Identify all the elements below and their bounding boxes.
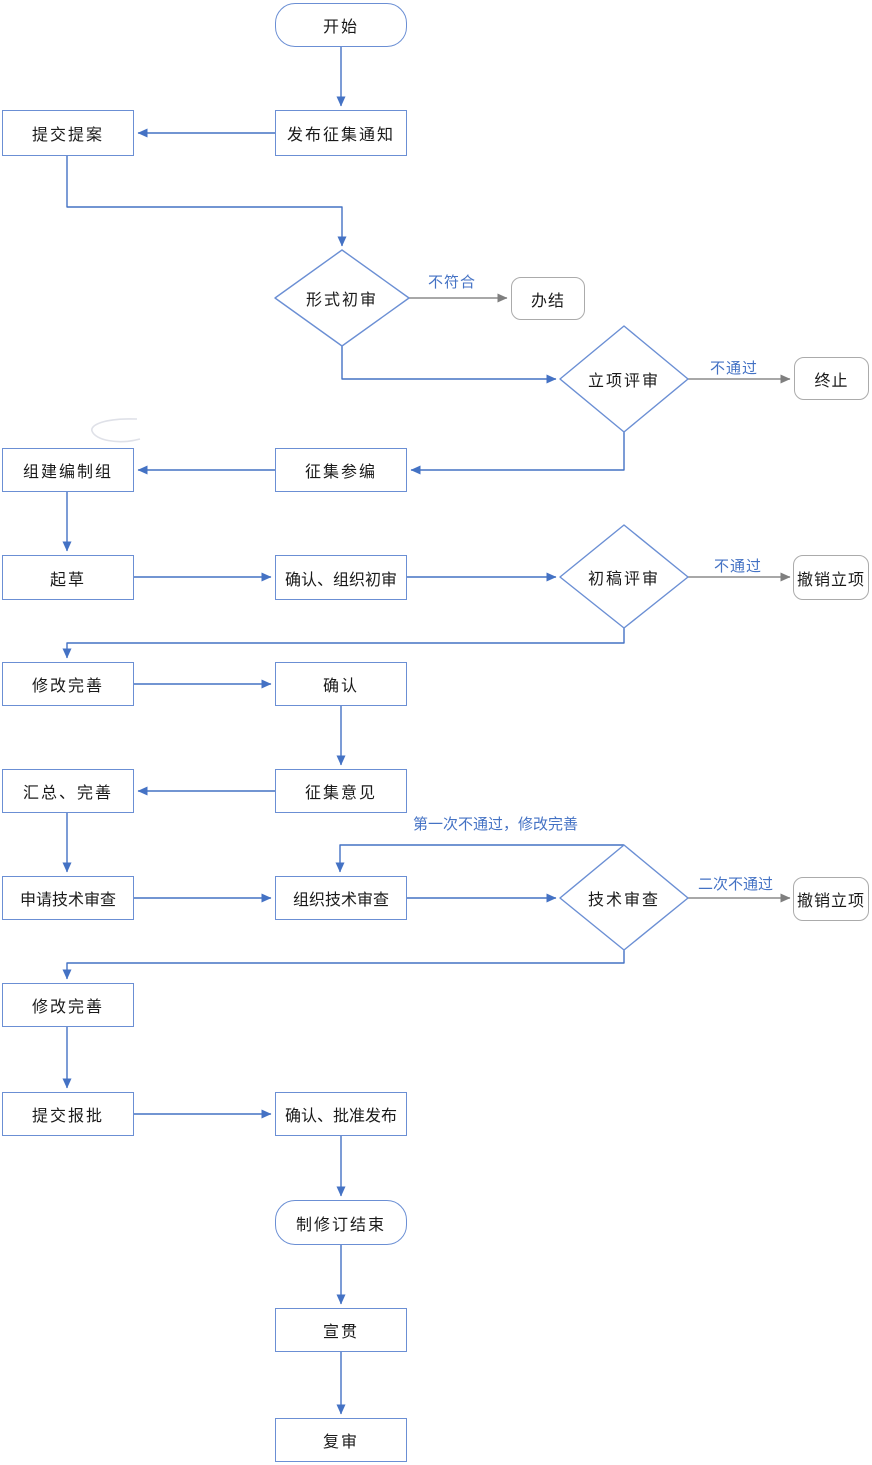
node-form-drafting-group[interactable]: 组建编制组	[2, 448, 134, 492]
edge-technical-review-loop-back	[335, 844, 624, 873]
node-re-review[interactable]: 复审	[275, 1418, 407, 1462]
node-terminate[interactable]: 终止	[794, 357, 869, 400]
node-formal-review-label: 形式初审	[305, 292, 378, 309]
edge-technical-review-to-revise2	[62, 950, 625, 980]
node-confirm-organize-review[interactable]: 确认、组织初审	[275, 555, 407, 600]
edge-label-not-compliant: 不符合	[428, 274, 477, 291]
edge-submit-to-formal-review	[66, 156, 347, 247]
decision-formal-review-shape[interactable]	[274, 249, 410, 347]
node-summarize-improve[interactable]: 汇总、完善	[2, 769, 134, 813]
node-cancel-project-2[interactable]: 撤销立项	[793, 877, 869, 921]
node-technical-review-label: 技术审查	[587, 892, 660, 909]
edge-formal-review-to-approval-review	[341, 346, 557, 384]
node-revision-end[interactable]: 制修订结束	[275, 1200, 407, 1245]
edge-label-not-passed-2: 不通过	[714, 558, 763, 575]
node-submit-proposal[interactable]: 提交提案	[2, 110, 134, 156]
node-confirm-approve-publish[interactable]: 确认、批准发布	[275, 1092, 407, 1136]
edge-approval-review-to-solicit-participants	[410, 432, 625, 475]
decision-technical-review-shape[interactable]	[559, 844, 689, 951]
watermark-swoosh-artifact	[91, 418, 141, 443]
decision-project-approval-review-shape[interactable]	[559, 325, 689, 433]
node-start[interactable]: 开始	[275, 3, 407, 47]
node-first-draft-review-label: 初稿评审	[587, 571, 660, 588]
node-publish-notice[interactable]: 发布征集通知	[275, 110, 407, 156]
edge-first-draft-review-to-revise1	[62, 628, 625, 659]
decision-first-draft-review-shape[interactable]	[559, 524, 689, 629]
node-project-approval-review-label: 立项评审	[587, 373, 660, 390]
node-submit-approval[interactable]: 提交报批	[2, 1092, 134, 1136]
edge-label-second-fail: 二次不通过	[698, 876, 774, 893]
node-solicit-participants[interactable]: 征集参编	[275, 448, 407, 492]
node-revise-improve-1[interactable]: 修改完善	[2, 662, 134, 706]
node-case-closed[interactable]: 办结	[511, 277, 585, 320]
node-apply-technical-review[interactable]: 申请技术审查	[2, 876, 134, 920]
node-draft[interactable]: 起草	[2, 555, 134, 600]
edge-label-first-fail-revise: 第一次不通过，修改完善	[413, 816, 579, 833]
node-revise-improve-2[interactable]: 修改完善	[2, 983, 134, 1027]
node-solicit-opinions[interactable]: 征集意见	[275, 769, 407, 813]
node-organize-technical-review[interactable]: 组织技术审查	[275, 876, 407, 920]
edge-label-not-passed-1: 不通过	[710, 360, 759, 377]
node-confirm[interactable]: 确认	[275, 662, 407, 706]
node-cancel-project-1[interactable]: 撤销立项	[793, 555, 869, 600]
node-publicize[interactable]: 宣贯	[275, 1308, 407, 1352]
